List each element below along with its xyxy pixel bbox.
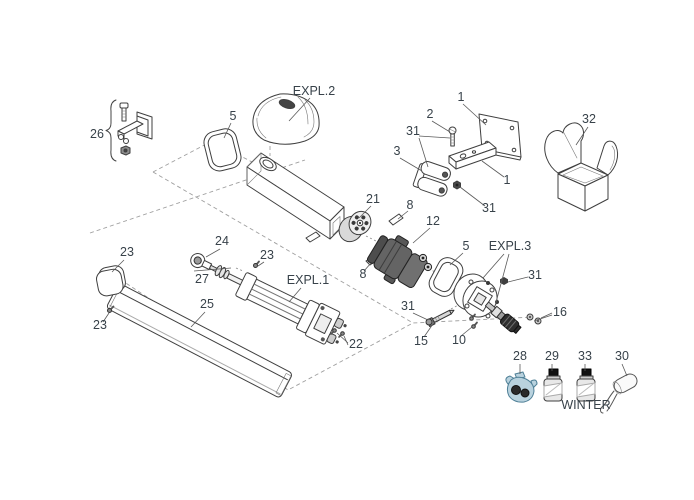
part-28-connector: [505, 371, 538, 403]
part-5-gasket-top: [203, 128, 242, 172]
part-label-p31a: 31: [406, 124, 420, 138]
part-label-p2: 2: [427, 107, 434, 121]
leader-line-p23c: [102, 312, 110, 323]
part-label-p3: 3: [394, 144, 401, 158]
part-label-p31b: 31: [482, 201, 496, 215]
part-label-p8a: 8: [407, 198, 414, 212]
part-32-packaging-box: [544, 122, 619, 212]
part-label-p23c: 23: [93, 318, 107, 332]
leader-line-p23a: [257, 261, 265, 267]
leader-line-p5a: [223, 122, 232, 139]
leader-line-p32: [575, 126, 589, 146]
part-label-p29: 29: [545, 349, 559, 363]
part-26-mounting-bracket: [117, 102, 153, 156]
part-22-screws: [330, 328, 345, 338]
part-label-p1b: 1: [504, 173, 511, 187]
casing-key-plate: [305, 231, 321, 243]
leader-line-p3: [399, 157, 423, 172]
part-31-nut-a: [453, 180, 461, 190]
leader-line-expl1: [288, 287, 302, 303]
part-expl3-release-valve: [484, 301, 522, 334]
leader-line-p5b: [449, 252, 464, 266]
part-label-p25: 25: [200, 297, 214, 311]
part-expl1-cylinder: [190, 253, 347, 345]
leader-line-p8a: [397, 210, 409, 220]
leader-line-p30: [621, 363, 628, 377]
part-12-motor: [366, 235, 433, 289]
part-label-p23a: 23: [260, 248, 274, 262]
leader-line-p31d: [412, 312, 429, 321]
part-30-capacitor: [599, 373, 638, 414]
part-label-p33: 33: [578, 349, 592, 363]
part-23-end-cap: [96, 265, 126, 297]
part-label-p28: 28: [513, 349, 527, 363]
part-23-screw-b: [253, 260, 260, 268]
part-label-expl3: EXPL.3: [489, 239, 531, 253]
part-8-key-upper: [388, 213, 404, 226]
part-3-fork-clevis: [412, 161, 451, 197]
part-10-screws: [469, 313, 478, 329]
part-label-p27: 27: [195, 272, 209, 286]
bracket-26-brace: [105, 99, 117, 162]
part-label-p31d: 31: [401, 299, 415, 313]
leader-line-p23b: [111, 259, 125, 273]
part-label-p26: 26: [90, 127, 104, 141]
leader-line-p27: [193, 267, 232, 272]
leader-line-p12: [412, 227, 431, 244]
part-31-rod-nut: [425, 318, 433, 326]
part-label-p23b: 23: [120, 245, 134, 259]
part-label-expl1: EXPL.1: [287, 273, 329, 287]
leader-line-p16: [533, 314, 553, 322]
leader-line-p25: [190, 311, 206, 328]
leader-line-p22: [343, 335, 349, 346]
part-label-p5b: 5: [463, 239, 470, 253]
leader-line-p2: [431, 120, 451, 133]
part-label-p30: 30: [615, 349, 629, 363]
part-label-expl2: EXPL.2: [293, 84, 335, 98]
part-25-profile-tube: [106, 283, 292, 398]
part-5-gasket-pump: [428, 257, 464, 297]
part-label-winter: WINTER: [561, 398, 610, 412]
leader-line-p31a: [418, 137, 429, 168]
part-33-oil-bottle-winter: [576, 368, 596, 402]
part-label-p10: 10: [452, 333, 466, 347]
part-label-p15: 15: [414, 334, 428, 348]
part-casing-tube: [246, 152, 345, 243]
leader-line-p10: [460, 326, 473, 337]
leader-line-p15: [423, 320, 436, 338]
part-label-p31c: 31: [528, 268, 542, 282]
leader-line-expl2: [288, 97, 311, 122]
part-label-p8b: 8: [360, 267, 367, 281]
leader-line-expl3: [494, 253, 510, 307]
part-label-p16: 16: [553, 305, 567, 319]
part-1-mounting-bar: [448, 141, 497, 170]
leader-line-p1a: [462, 103, 487, 126]
part-label-p32: 32: [582, 112, 596, 126]
part-2-pivot-bolt: [448, 126, 457, 147]
part-29-oil-bottle: [543, 368, 563, 402]
part-21-coupling: [338, 210, 372, 243]
part-expl2-release-cover: [252, 93, 320, 145]
part-label-p1a: 1: [458, 90, 465, 104]
leader-line-expl3: [482, 253, 505, 279]
leader-line-p24: [205, 248, 221, 258]
part-label-p12: 12: [426, 214, 440, 228]
leader-line-p21: [358, 205, 372, 219]
leader-line-p31c: [507, 276, 529, 283]
leader-line-p16: [540, 312, 553, 319]
part-label-p24: 24: [215, 234, 229, 248]
leader-line-p31b: [459, 186, 486, 207]
part-label-p21: 21: [366, 192, 380, 206]
part-label-p22: 22: [349, 337, 363, 351]
leader-line-p1b: [481, 160, 505, 178]
part-23-screw-a: [107, 305, 115, 313]
leader-line-p31a: [418, 135, 451, 139]
part-label-p5a: 5: [230, 109, 237, 123]
leader-line-p8b: [363, 262, 372, 272]
